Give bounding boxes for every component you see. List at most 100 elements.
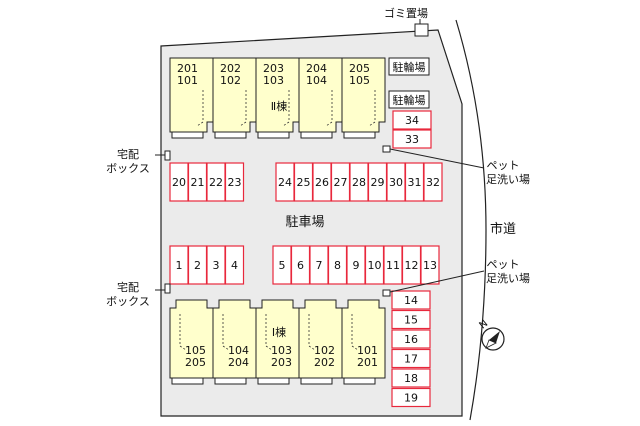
bicycle-parking-1: [388, 57, 430, 76]
delivery-box-bottom-label-2: ボックス: [106, 295, 150, 308]
pet-wash-bottom-leader: [389, 270, 485, 293]
unit-balcony: [171, 377, 204, 385]
pet-wash-bottom: [382, 289, 391, 297]
parking-stall: [392, 129, 432, 149]
parking-stall: [391, 387, 431, 408]
unit-number-upper: 102: [314, 344, 335, 357]
stair-line: [179, 314, 187, 351]
stair-line: [222, 314, 230, 351]
unit-number-upper: 202: [220, 62, 241, 75]
parking-stall-number: 14: [404, 294, 418, 307]
parking-stall: [391, 329, 431, 349]
parking-stall-number: 7: [316, 259, 323, 272]
parking-stall: [420, 245, 440, 285]
unit-number-upper: 201: [177, 62, 198, 75]
bicycle-parking-1-label: 駐輪場: [393, 60, 426, 74]
parking-stall: [391, 348, 431, 369]
unit-balcony: [343, 131, 376, 139]
parking-stall-number: 30: [389, 176, 403, 189]
parking-stall-number: 9: [353, 259, 360, 272]
pet-wash-top: [382, 145, 391, 153]
parking-area-label: 駐車場: [285, 215, 324, 230]
parking-stall-number: 22: [209, 176, 223, 189]
unit-balcony: [300, 377, 333, 385]
unit-balcony: [214, 131, 247, 139]
unit-number-lower: 204: [228, 356, 249, 369]
unit-balcony: [257, 131, 290, 139]
parking-stall-number: 24: [278, 176, 292, 189]
parking-stall-number: 27: [334, 176, 348, 189]
unit-balcony: [171, 131, 204, 139]
stair-line: [196, 90, 204, 127]
parking-stall-number: 11: [386, 259, 400, 272]
stair-line: [308, 314, 316, 351]
pet-wash-top-label-1: ペット: [487, 159, 520, 172]
parking-stall-number: 4: [231, 259, 238, 272]
parking-stall-number: 28: [352, 176, 366, 189]
unit-number-lower: 102: [220, 74, 241, 87]
parking-stall: [391, 290, 431, 310]
parking-stall: [392, 110, 432, 130]
parking-stall-number: 34: [405, 114, 419, 127]
parking-stall-number: 3: [213, 259, 220, 272]
stair-line: [351, 314, 359, 351]
unit-balcony: [257, 377, 290, 385]
parking-stall-number: 16: [404, 333, 418, 346]
pet-wash-top-leader: [389, 148, 485, 169]
unit-number-upper: 205: [349, 62, 370, 75]
parking-stall-number: 32: [426, 176, 440, 189]
stair-line: [282, 90, 290, 127]
parking-stall: [224, 245, 245, 285]
parking-stall-number: 31: [408, 176, 422, 189]
parking-stall-number: 20: [172, 176, 186, 189]
parking-stall-number: 21: [191, 176, 205, 189]
parking-stall: [391, 368, 431, 388]
pet-wash-bottom-label-1: ペット: [487, 258, 520, 271]
stair-line: [368, 90, 376, 127]
unit-number-lower: 105: [349, 74, 370, 87]
parking-stall-number: 1: [176, 259, 183, 272]
unit-number-upper: 101: [357, 344, 378, 357]
unit-number-upper: 103: [271, 344, 292, 357]
parking-stall-number: 12: [405, 259, 419, 272]
delivery-box-bottom: [164, 283, 171, 294]
bicycle-parking-2-label: 駐輪場: [393, 93, 426, 107]
pet-wash-bottom-label-2: 足洗い場: [486, 272, 530, 285]
parking-stall: [423, 162, 443, 202]
parking-stall: [391, 309, 431, 330]
road-edge-line: [455, 19, 487, 421]
city-road-label: 市道: [490, 221, 516, 237]
parking-stall-number: 29: [371, 176, 385, 189]
unit-number-upper: 203: [263, 62, 284, 75]
parking-stall-number: 6: [297, 259, 304, 272]
building-2-name: Ⅱ棟: [271, 99, 287, 113]
parking-stall-number: 8: [334, 259, 341, 272]
stair-line: [325, 90, 333, 127]
delivery-box-top: [164, 150, 171, 161]
unit-number-lower: 203: [271, 356, 292, 369]
parking-stall-number: 18: [404, 372, 418, 385]
unit-number-upper: 105: [185, 344, 206, 357]
unit-number-lower: 103: [263, 74, 284, 87]
pet-wash-top-label-2: 足洗い場: [486, 173, 530, 186]
unit-balcony: [214, 377, 247, 385]
stair-line: [265, 314, 273, 351]
unit-number-lower: 205: [185, 356, 206, 369]
unit-number-upper: 204: [306, 62, 327, 75]
stair-line: [239, 90, 247, 127]
bicycle-parking-2: [388, 90, 430, 109]
parking-stall-number: 15: [404, 314, 418, 327]
parking-stall-number: 2: [194, 259, 201, 272]
unit-balcony: [300, 131, 333, 139]
parking-stall-number: 17: [404, 353, 418, 366]
unit-balcony: [343, 377, 376, 385]
delivery-box-top-label-1: 宅配: [117, 147, 139, 161]
unit-number-lower: 101: [177, 74, 198, 87]
